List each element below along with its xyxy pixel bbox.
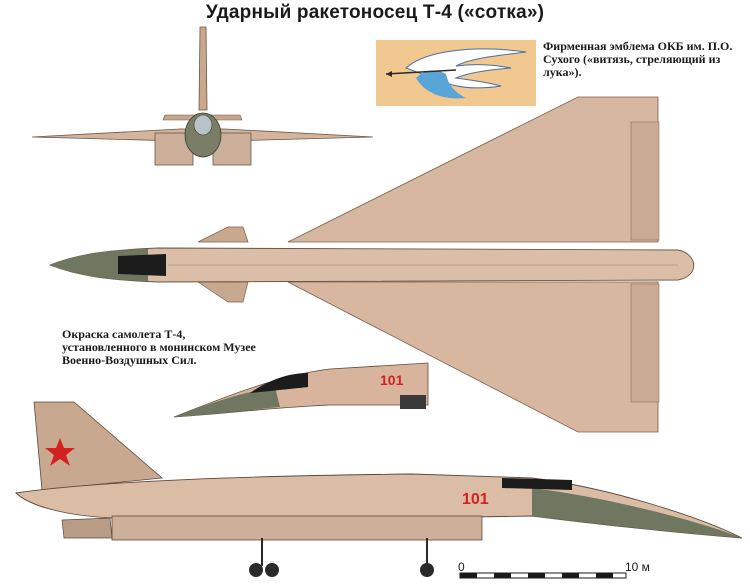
scale-bar xyxy=(459,572,627,579)
plan-elevon-left xyxy=(630,121,660,241)
nose-detail-cone xyxy=(174,387,280,417)
plan-canard-left xyxy=(197,226,249,243)
nose-detail-canopy xyxy=(250,373,308,393)
plan-elevon-right xyxy=(630,283,660,403)
front-canopy xyxy=(193,114,213,136)
plan-wing-left xyxy=(287,96,659,243)
side-number: 101 xyxy=(462,491,489,508)
nose-detail-gear xyxy=(400,395,426,409)
paint-caption: Окраска самолета Т-4, установленного в м… xyxy=(62,327,256,367)
emblem-knight xyxy=(416,70,466,99)
front-fin xyxy=(198,26,208,111)
okb-emblem xyxy=(376,40,536,106)
page-title: Ударный ракетоносец Т-4 («сотка») xyxy=(205,2,545,23)
nose-gear-wheel xyxy=(420,563,434,577)
side-engine-nacelle xyxy=(111,515,483,541)
nose-detail-view: 101 xyxy=(173,362,429,418)
side-fin xyxy=(33,401,163,491)
plan-wing-right xyxy=(287,281,659,433)
plan-view xyxy=(48,96,695,433)
scale-start-label: 0 xyxy=(458,560,465,574)
nose-detail-side-number: 101 xyxy=(380,372,404,388)
emblem-arrow xyxy=(385,69,457,75)
emblem-caption: Фирменная эмблема ОКБ им. П.О. Сухого («… xyxy=(543,39,733,79)
scale-end-label: 10 м xyxy=(625,560,650,574)
side-view: 101 xyxy=(15,401,743,577)
side-nozzle xyxy=(61,517,113,539)
main-gear-wheel-1 xyxy=(249,563,263,577)
side-canopy xyxy=(502,478,572,490)
front-view xyxy=(31,26,374,166)
main-gear-wheel-2 xyxy=(265,563,279,577)
side-nose xyxy=(532,488,742,538)
plan-canopy xyxy=(118,254,166,276)
plan-canard-right xyxy=(196,281,249,303)
emblem-arrowhead xyxy=(386,71,392,77)
red-star-icon xyxy=(45,438,75,466)
